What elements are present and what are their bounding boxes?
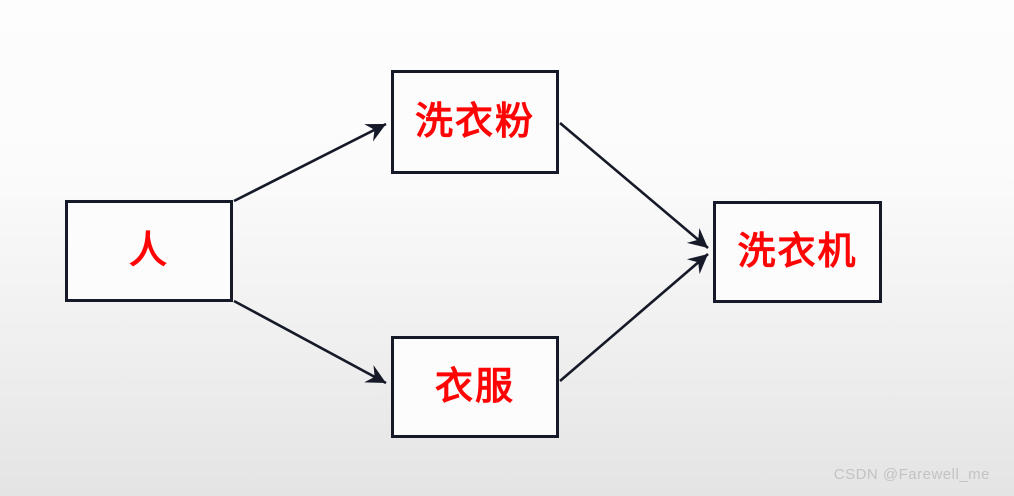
- node-clothes-label: 衣服: [434, 366, 515, 408]
- node-washer-label: 洗衣机: [737, 231, 858, 273]
- arrow-clothes-to-washer: [559, 253, 709, 382]
- node-clothes: 衣服: [391, 336, 559, 438]
- csdn-watermark: CSDN @Farewell_me: [833, 466, 990, 483]
- arrow-person-to-detergent: [233, 122, 387, 203]
- node-washer: 洗衣机: [713, 201, 882, 303]
- node-detergent: 洗衣粉: [391, 70, 559, 174]
- node-person-label: 人: [128, 230, 169, 272]
- arrow-detergent-to-washer: [559, 122, 709, 249]
- arrow-person-to-clothes: [233, 299, 387, 385]
- node-detergent-label: 洗衣粉: [414, 101, 535, 143]
- node-person: 人: [65, 200, 233, 302]
